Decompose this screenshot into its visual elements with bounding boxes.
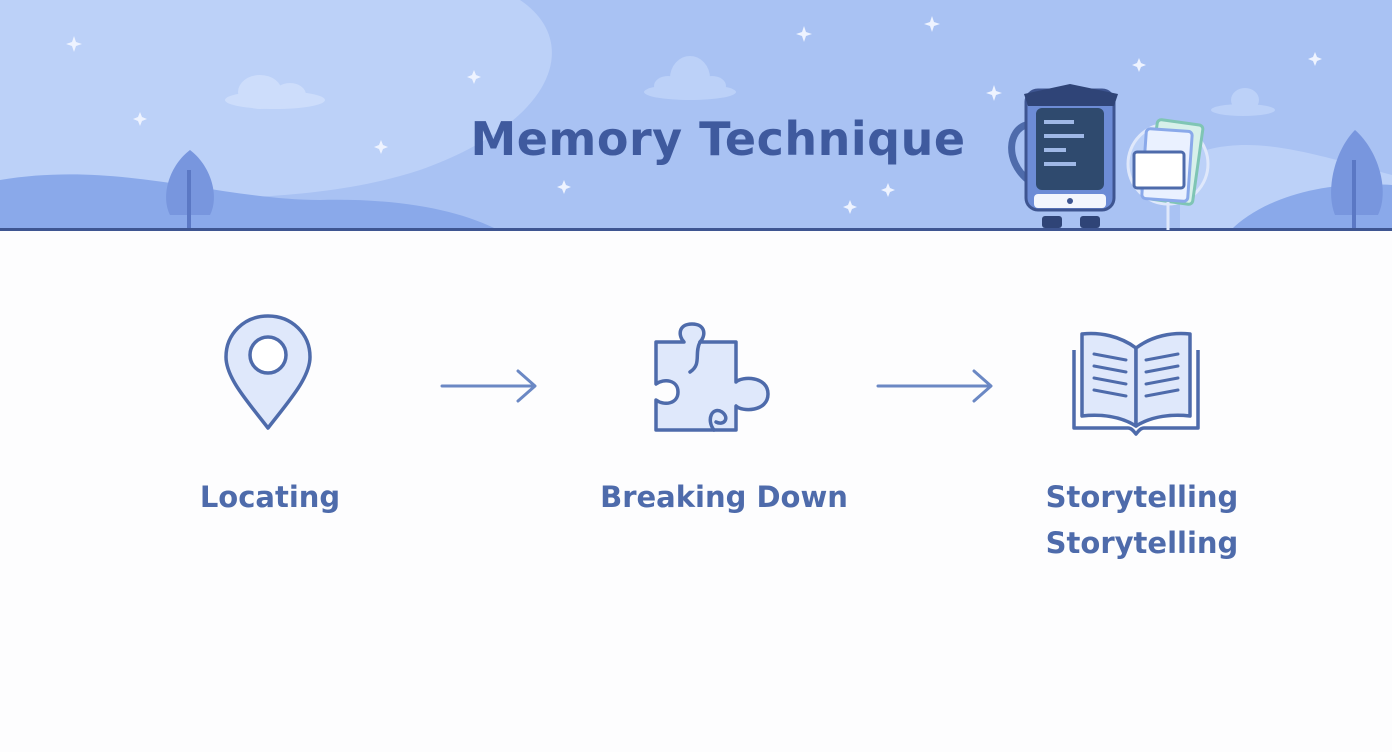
step-label-locating: Locating [199, 480, 341, 514]
flashcards-icon [1126, 118, 1210, 230]
open-book-icon [1072, 331, 1200, 436]
map-pin-icon [224, 314, 312, 430]
arrow-right-icon [876, 369, 993, 403]
step-label-storytelling: Storytelling Storytelling [972, 474, 1312, 566]
step-label-storytelling-line1: Storytelling [1045, 480, 1239, 514]
step-label-storytelling-line2: Storytelling [1045, 526, 1239, 560]
header-banner: Memory Technique [0, 0, 1392, 231]
banner-landscape [0, 0, 1392, 231]
banner-title: Memory Technique [470, 112, 966, 166]
cloud-icon [644, 56, 736, 100]
robot-mascot-icon [1008, 84, 1118, 228]
puzzle-piece-icon [654, 322, 770, 432]
sparkle-icon [66, 16, 1322, 214]
tree-icon [166, 150, 214, 228]
arrow-right-icon [440, 369, 537, 403]
cloud-icon [225, 75, 325, 109]
cloud-icon [1211, 88, 1275, 116]
step-label-breaking-down: Breaking Down [600, 480, 848, 514]
tree-icon [1331, 130, 1383, 228]
